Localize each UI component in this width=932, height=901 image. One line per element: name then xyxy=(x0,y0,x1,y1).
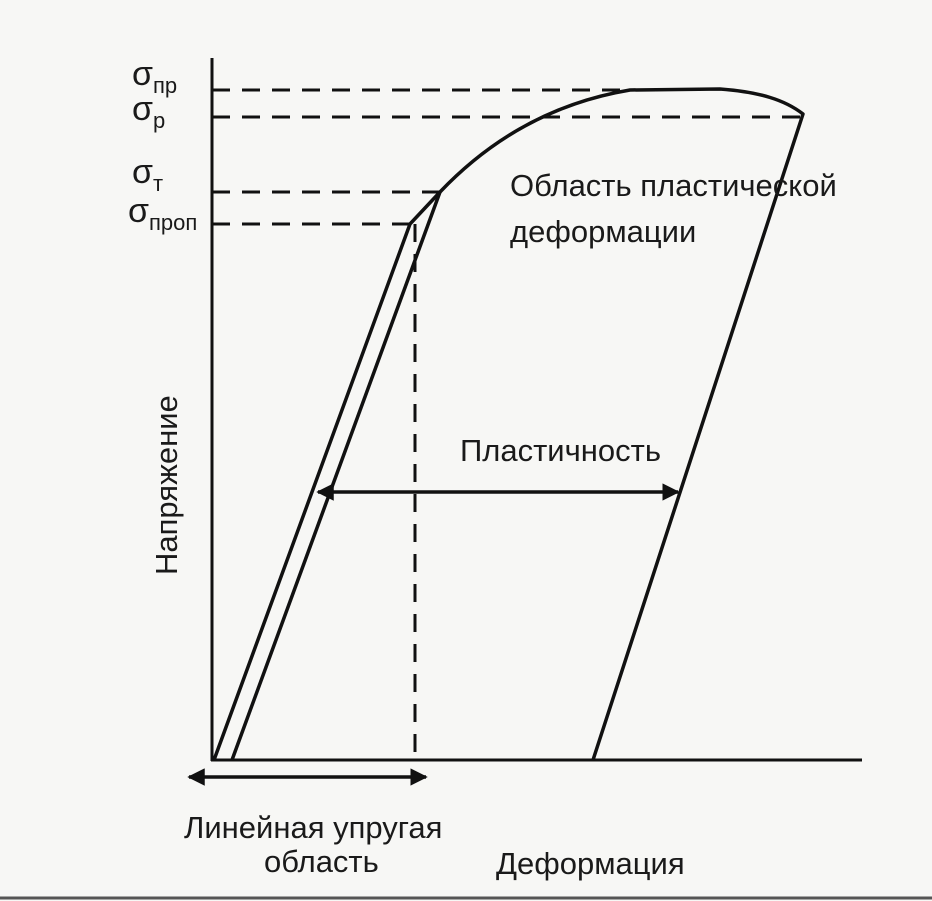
stress-strain-curve xyxy=(212,87,805,761)
sigma-proportional-label: σпроп xyxy=(128,192,197,235)
ductility-label: Пластичность xyxy=(460,433,661,468)
sigma-rupture-label: σр xyxy=(132,90,165,133)
elastic-region-label-2: область xyxy=(264,844,379,879)
x-axis-label: Деформация xyxy=(496,846,685,881)
elastic-unload-line xyxy=(230,191,442,761)
y-axis-label: Напряжение xyxy=(149,395,184,575)
elastic-region-label-1: Линейная упругая xyxy=(184,810,442,845)
plastic-region-label-2: деформации xyxy=(510,214,696,249)
sigma-ultimate-label: σпр xyxy=(132,55,177,98)
sigma-yield-label: σт xyxy=(132,153,163,196)
plastic-region-label-1: Область пластической xyxy=(510,168,837,203)
